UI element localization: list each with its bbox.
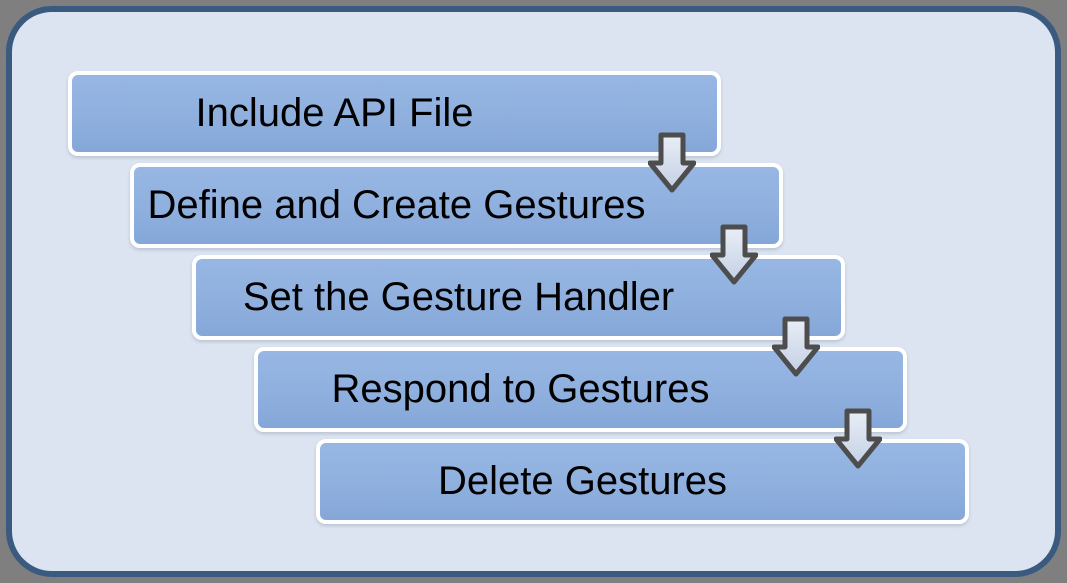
step-label: Include API File [195,91,474,135]
down-arrow-icon [710,224,758,286]
step-label: Define and Create Gestures [147,183,646,227]
step-box-include-api-file: Include API File [68,71,721,156]
diagram-frame: Include API File Define and Create Gestu… [6,6,1061,577]
step-label: Respond to Gestures [331,367,710,411]
step-box-set-the-gesture-handler: Set the Gesture Handler [192,255,845,340]
down-arrow-icon [648,132,696,194]
step-label: Delete Gestures [437,459,728,503]
step-label: Set the Gesture Handler [242,275,675,319]
down-arrow-icon [834,408,882,470]
down-arrow-icon [772,316,820,378]
